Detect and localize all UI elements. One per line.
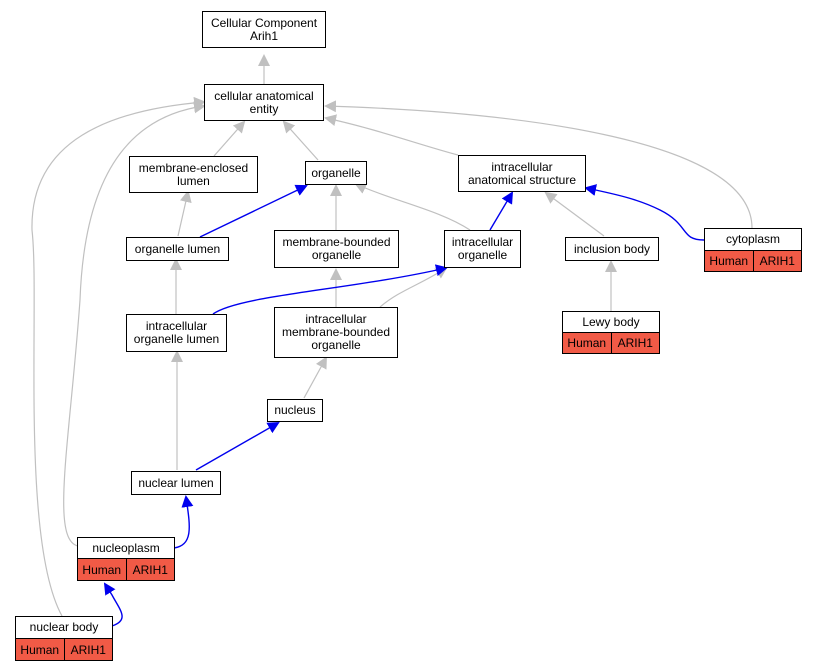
node-label: Arih1: [249, 28, 278, 43]
node-cytoplasm[interactable]: cytoplasm: [704, 228, 802, 251]
edge-nucleus-imbo: [303, 356, 327, 399]
annotation-gene: ARIH1: [610, 333, 660, 353]
node-label: organelle: [457, 248, 508, 262]
node-membrane-enclosed-lumen[interactable]: membrane-enclosed lumen: [129, 156, 258, 193]
node-intracellular-organelle[interactable]: intracellular organelle: [444, 230, 521, 268]
node-label: membrane-bounded: [282, 235, 391, 249]
node-label: intracellular: [145, 319, 208, 333]
node-cellular-component-arih1[interactable]: Cellular Component Arih1: [202, 11, 326, 48]
annotation-species: Human: [20, 642, 60, 657]
node-nuclear-lumen[interactable]: nuclear lumen: [131, 471, 221, 495]
node-label: anatomical structure: [467, 172, 577, 187]
node-lewy-body[interactable]: Lewy body: [562, 311, 660, 333]
node-label: organelle: [311, 165, 361, 180]
edge-nucbody-nucleoplasm-partof: [103, 582, 123, 627]
annotation-row-cytoplasm: Human ARIH1: [704, 251, 802, 272]
edge-nucleoplasm-nuclum-partof: [173, 495, 194, 549]
node-label: Lewy body: [582, 314, 640, 329]
annotation-species: Human: [82, 562, 122, 577]
node-organelle-lumen[interactable]: organelle lumen: [126, 237, 229, 261]
edge-imbo-io: [379, 266, 448, 308]
node-label: membrane-enclosed: [138, 160, 249, 175]
node-label: membrane-bounded: [281, 325, 391, 339]
node-label: organelle lumen: [133, 332, 220, 346]
annotation-species: Human: [567, 336, 607, 350]
node-label: intracellular: [305, 312, 367, 326]
edge-cytoplasm-ias-partof: [584, 184, 705, 241]
node-label: nuclear lumen: [138, 475, 214, 490]
annotation-species: Human: [709, 254, 749, 268]
edge-nucleoplasm-cae: [63, 101, 206, 547]
node-label: inclusion body: [573, 241, 651, 256]
node-label: cellular anatomical: [214, 88, 314, 103]
node-label: lumen: [177, 173, 210, 188]
annotation-row-nucleoplasm: Human ARIH1: [77, 559, 175, 581]
edge-nuclum-nucleus-partof: [195, 422, 280, 471]
node-nucleoplasm[interactable]: nucleoplasm: [77, 537, 175, 559]
edge-orglumen-organelle-partof: [199, 184, 308, 238]
node-nucleus[interactable]: nucleus: [267, 399, 323, 422]
edge-io-ias-partof: [489, 191, 514, 231]
node-intracellular-organelle-lumen[interactable]: intracellular organelle lumen: [126, 314, 227, 352]
node-intracellular-anatomical-structure[interactable]: intracellular anatomical structure: [458, 155, 586, 192]
node-label: intracellular: [491, 159, 553, 174]
node-nuclear-body[interactable]: nuclear body: [15, 616, 113, 639]
node-membrane-bounded-organelle[interactable]: membrane-bounded organelle: [274, 230, 399, 268]
node-cellular-anatomical-entity[interactable]: cellular anatomical entity: [204, 84, 324, 121]
edge-cytoplasm-cae: [324, 100, 753, 229]
node-label: cytoplasm: [725, 232, 781, 246]
annotation-gene: ARIH1: [752, 251, 802, 271]
node-label: organelle: [311, 248, 362, 262]
annotation-gene: ARIH1: [125, 559, 175, 580]
edge-nucbody-cae: [31, 96, 206, 617]
node-label: intracellular: [451, 235, 514, 249]
edge-inclusion-ias: [544, 191, 605, 237]
node-intracellular-membrane-bounded-organelle[interactable]: intracellular membrane-bounded organelle: [274, 307, 398, 358]
node-label: organelle lumen: [134, 241, 221, 256]
node-organelle[interactable]: organelle: [305, 161, 367, 185]
edge-mel-cae: [213, 120, 246, 157]
node-label: entity: [249, 101, 279, 116]
edge-ias-cae: [324, 114, 459, 156]
annotation-row-nuclear-body: Human ARIH1: [15, 639, 113, 661]
annotation-row-lewy-body: Human ARIH1: [562, 333, 660, 354]
node-label: nucleoplasm: [92, 540, 160, 555]
node-label: organelle: [311, 338, 361, 352]
node-inclusion-body[interactable]: inclusion body: [565, 237, 659, 261]
edge-orglumen-mel: [177, 190, 192, 237]
edge-organelle-cae: [282, 120, 319, 161]
node-label: Cellular Component: [210, 15, 318, 30]
node-label: nuclear body: [29, 620, 99, 634]
node-label: nucleus: [274, 403, 316, 417]
edge-io-organelle: [354, 182, 471, 231]
edge-iol-io-partof: [212, 264, 448, 315]
annotation-gene: ARIH1: [63, 639, 113, 660]
